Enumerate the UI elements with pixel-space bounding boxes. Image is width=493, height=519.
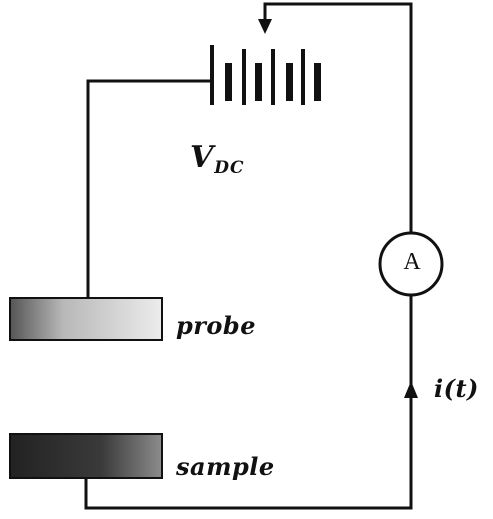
voltage-label: VDC bbox=[190, 140, 245, 178]
sample-block bbox=[9, 433, 163, 479]
wire-battery-top-to-right bbox=[263, 2, 413, 233]
battery bbox=[210, 45, 321, 105]
battery-input-arrow-icon bbox=[258, 19, 272, 34]
wire-probe-to-battery bbox=[86, 79, 210, 298]
current-label: i(t) bbox=[434, 374, 479, 403]
wires bbox=[84, 2, 413, 510]
current-direction-arrow-icon bbox=[404, 381, 418, 398]
probe-label: probe bbox=[176, 311, 256, 340]
ammeter-circle bbox=[378, 231, 444, 297]
voltage-label-main: V bbox=[190, 140, 214, 175]
wire-ammeter-to-sample bbox=[84, 295, 413, 510]
sample-label: sample bbox=[176, 452, 275, 481]
probe-block bbox=[9, 297, 163, 341]
ammeter-label: A bbox=[403, 249, 421, 275]
voltage-label-subscript: DC bbox=[214, 157, 245, 178]
